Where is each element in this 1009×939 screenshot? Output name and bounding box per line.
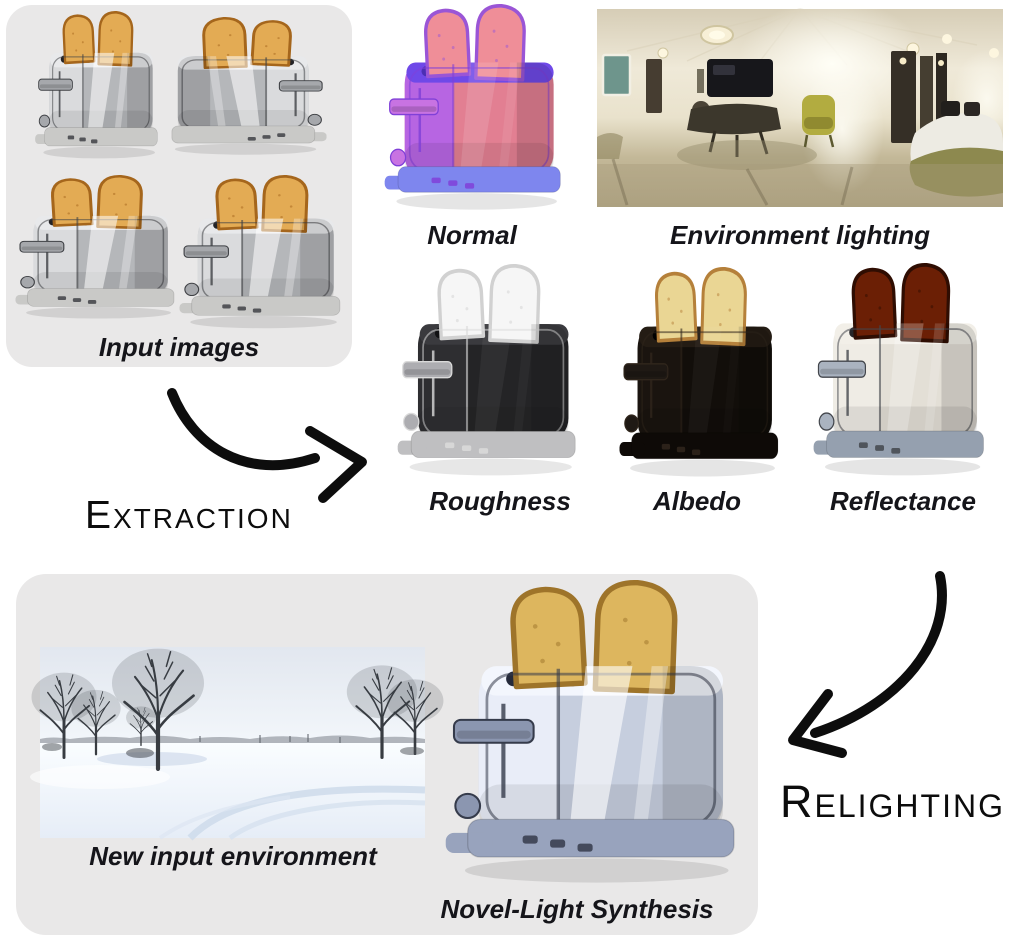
albedo-map-render	[618, 267, 784, 483]
environment-caption: Environment lighting	[670, 220, 930, 250]
relighting-label: Relighting	[780, 776, 1005, 827]
normal-map-render	[383, 4, 567, 216]
input-toaster-photo-3	[14, 175, 180, 323]
reflectance-map-render	[812, 263, 990, 482]
input-toaster-photo-1	[34, 11, 162, 163]
input-images-caption: Input images	[98, 332, 260, 362]
input-images-panel: Input images	[6, 5, 352, 367]
result-caption: Novel-Light Synthesis	[440, 894, 714, 924]
new-environment-caption: New input environment	[89, 841, 377, 871]
relighting-arrow	[788, 571, 947, 758]
roughness-caption: Roughness	[429, 486, 571, 516]
normal-caption: Normal	[427, 220, 517, 250]
novel-light-synthesis-render	[443, 580, 745, 892]
extraction-arrow	[167, 388, 367, 503]
albedo-caption: Albedo	[652, 486, 742, 516]
relighting-panel: New input environment Novel-Light Synthe…	[16, 574, 758, 935]
roughness-map-render	[396, 264, 582, 482]
extraction-label: Extraction	[85, 494, 293, 537]
input-toaster-photo-2	[166, 17, 328, 159]
input-toaster-photo-4	[178, 175, 346, 333]
environment-lighting-panorama	[597, 0, 1009, 207]
reflectance-caption: Reflectance	[830, 486, 976, 516]
snow-environment-panorama	[29, 647, 445, 841]
